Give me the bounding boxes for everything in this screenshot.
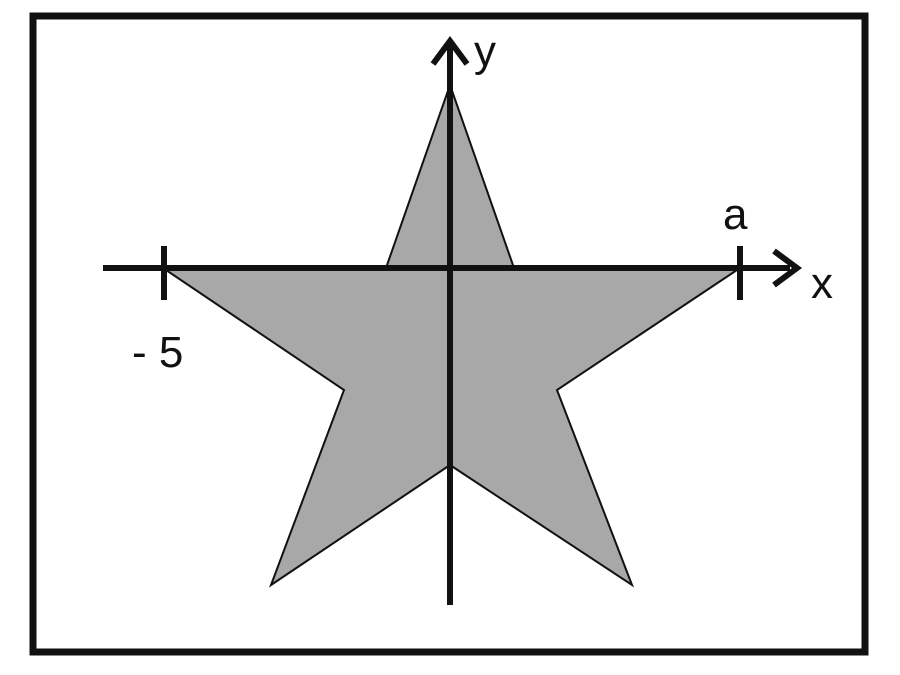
x-axis-arrowhead	[772, 248, 803, 288]
tick-label-right: a	[723, 190, 748, 239]
y-axis-arrowhead	[430, 35, 470, 66]
tick-label-left: - 5	[132, 328, 183, 377]
y-axis-label: y	[474, 27, 496, 76]
x-axis-label: x	[811, 259, 833, 308]
